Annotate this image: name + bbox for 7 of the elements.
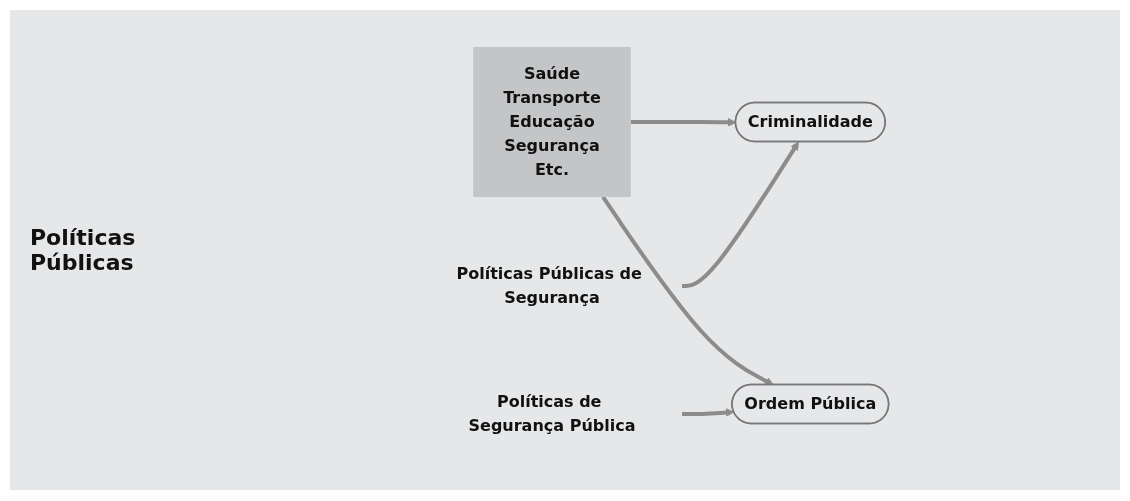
node-text: Políticas de Segurança Pública [468, 391, 636, 435]
arrow [681, 408, 735, 417]
node-text: Políticas Públicas de Segurança [456, 263, 642, 307]
arrow [681, 141, 799, 288]
side-label: Políticas Públicas [30, 225, 137, 275]
arrow [601, 195, 774, 386]
node-box: Saúde Transporte Educação Segurança Etc. [472, 47, 631, 197]
